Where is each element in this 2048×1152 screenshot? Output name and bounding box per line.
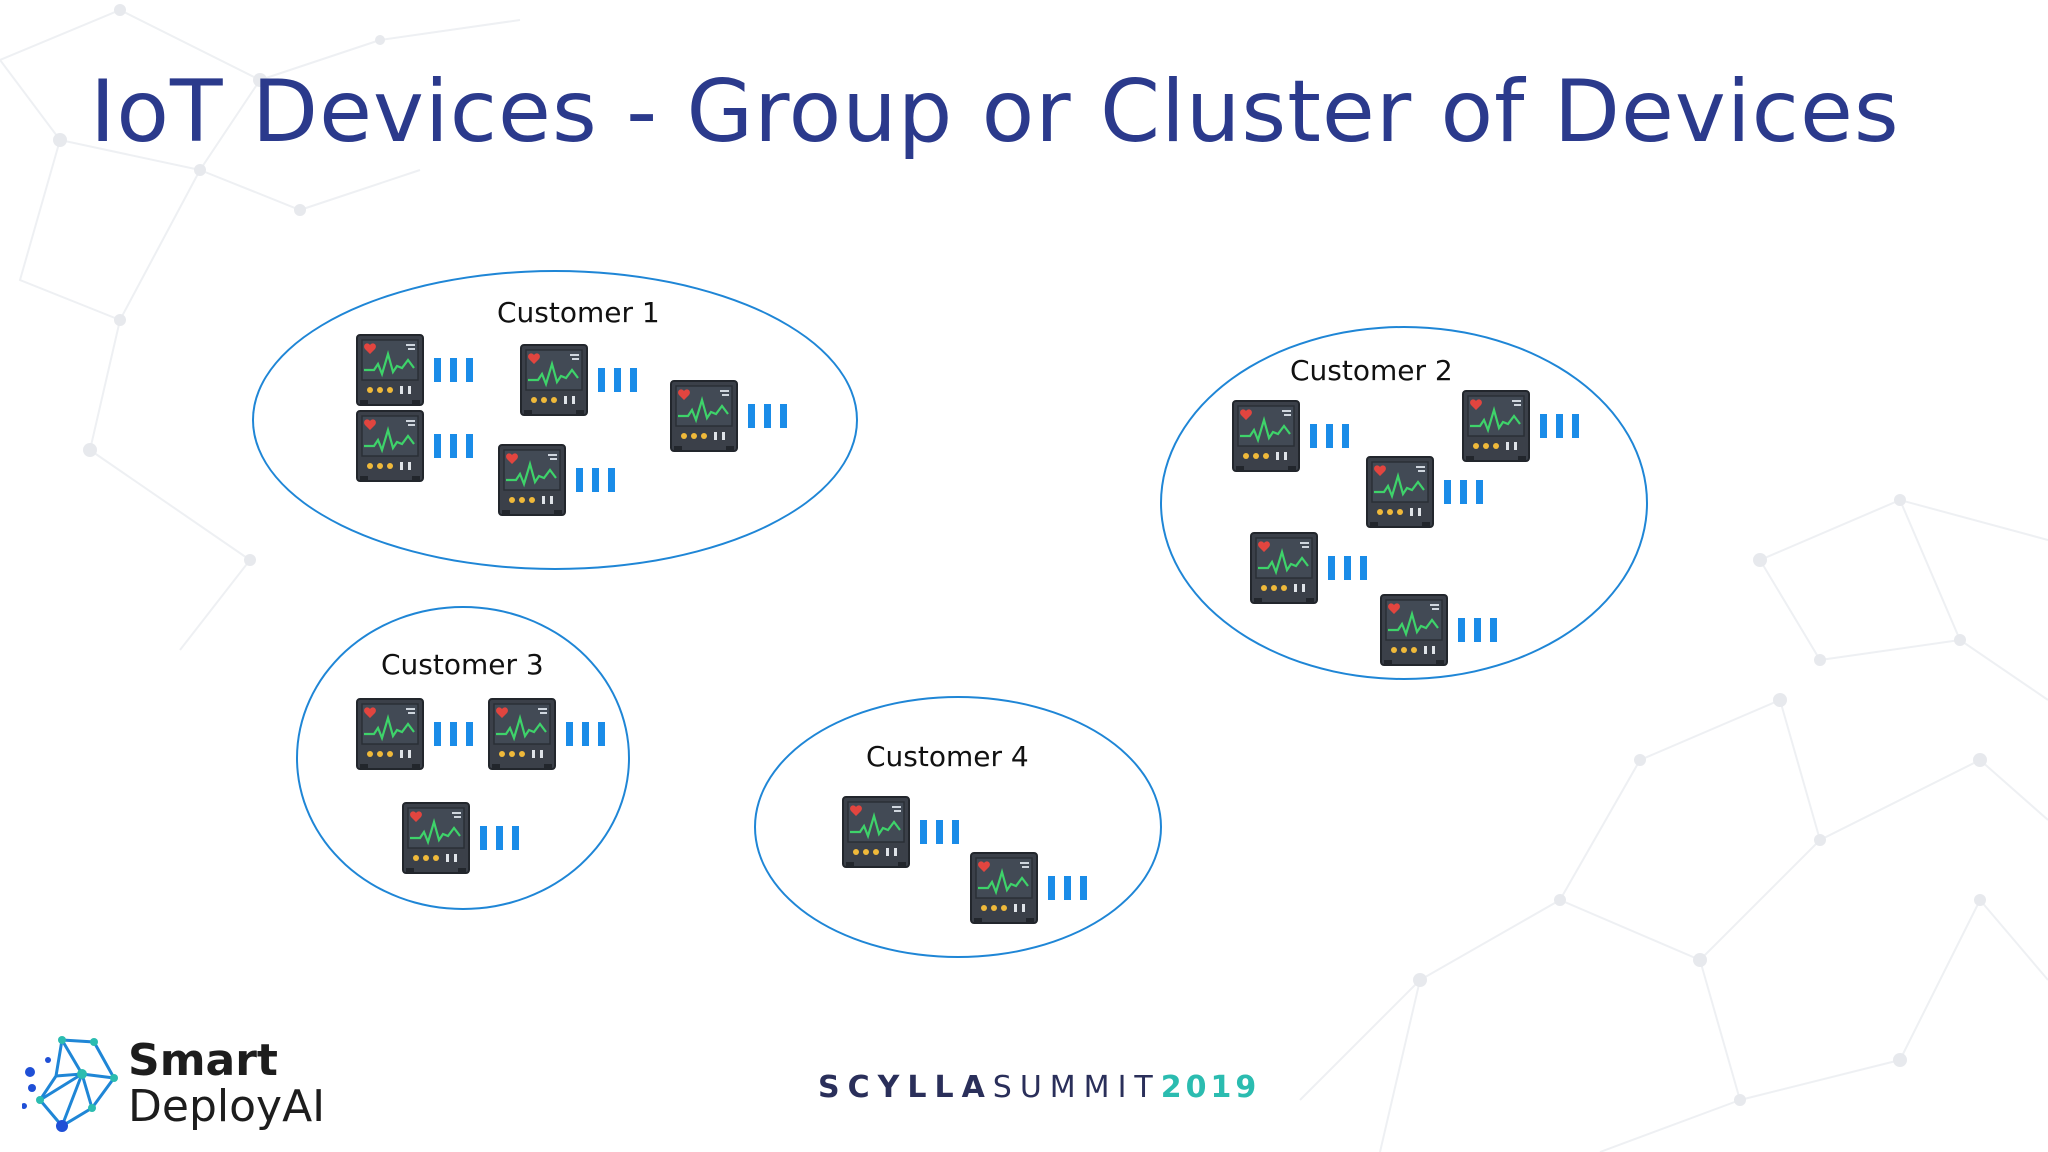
slide-title: IoT Devices - Group or Cluster of Device…: [90, 62, 1900, 162]
signal-bars-icon: [1048, 876, 1087, 900]
heart-monitor-icon: [970, 852, 1038, 924]
signal-bars-icon: [434, 434, 473, 458]
cluster-label-customer-1: Customer 1: [497, 296, 660, 329]
scylla-summit-logo: SCYLLASUMMIT2019: [818, 1070, 1260, 1105]
device-icon: [1462, 390, 1579, 466]
device-icon: [356, 698, 473, 774]
heart-monitor-icon: [356, 410, 424, 482]
device-icon: [970, 852, 1087, 928]
heart-monitor-icon: [1380, 594, 1448, 666]
cluster-label-customer-2: Customer 2: [1290, 354, 1453, 387]
heart-monitor-icon: [670, 380, 738, 452]
heart-monitor-icon: [498, 444, 566, 516]
signal-bars-icon: [1458, 618, 1497, 642]
signal-bars-icon: [434, 722, 473, 746]
heart-monitor-icon: [356, 698, 424, 770]
device-icon: [402, 802, 519, 878]
summit-year-text: 2019: [1160, 1070, 1261, 1105]
device-icon: [842, 796, 959, 872]
signal-bars-icon: [920, 820, 959, 844]
logo-line-smart: Smart: [128, 1035, 278, 1086]
device-icon: [1250, 532, 1367, 608]
device-icon: [356, 410, 473, 486]
heart-monitor-icon: [1250, 532, 1318, 604]
heart-monitor-icon: [1232, 400, 1300, 472]
cluster-customer-1: [252, 270, 858, 570]
summit-summit-text: SUMMIT: [992, 1070, 1161, 1105]
heart-monitor-icon: [488, 698, 556, 770]
device-icon: [498, 444, 615, 520]
cluster-label-customer-3: Customer 3: [381, 648, 544, 681]
cluster-label-customer-4: Customer 4: [866, 740, 1029, 773]
signal-bars-icon: [1310, 424, 1349, 448]
cluster-customer-4: [754, 696, 1162, 958]
heart-monitor-icon: [1462, 390, 1530, 462]
summit-scylla-text: SCYLLA: [818, 1070, 993, 1105]
signal-bars-icon: [480, 826, 519, 850]
heart-monitor-icon: [402, 802, 470, 874]
signal-bars-icon: [598, 368, 637, 392]
signal-bars-icon: [1540, 414, 1579, 438]
smartdeployai-logo: [22, 1036, 118, 1132]
device-icon: [488, 698, 605, 774]
signal-bars-icon: [1328, 556, 1367, 580]
heart-monitor-icon: [356, 334, 424, 406]
heart-monitor-icon: [1366, 456, 1434, 528]
device-icon: [1380, 594, 1497, 670]
device-icon: [520, 344, 637, 420]
device-icon: [1232, 400, 1349, 476]
signal-bars-icon: [434, 358, 473, 382]
heart-monitor-icon: [842, 796, 910, 868]
device-icon: [1366, 456, 1483, 532]
signal-bars-icon: [1444, 480, 1483, 504]
device-icon: [356, 334, 473, 410]
cluster-customer-2: [1160, 326, 1648, 680]
cluster-customer-3: [296, 606, 630, 910]
device-icon: [670, 380, 787, 456]
logo-line-deployai: DeployAI: [128, 1081, 326, 1133]
logo-wordmark: Smart DeployAI: [128, 1035, 326, 1133]
signal-bars-icon: [576, 468, 615, 492]
signal-bars-icon: [748, 404, 787, 428]
heart-monitor-icon: [520, 344, 588, 416]
signal-bars-icon: [566, 722, 605, 746]
